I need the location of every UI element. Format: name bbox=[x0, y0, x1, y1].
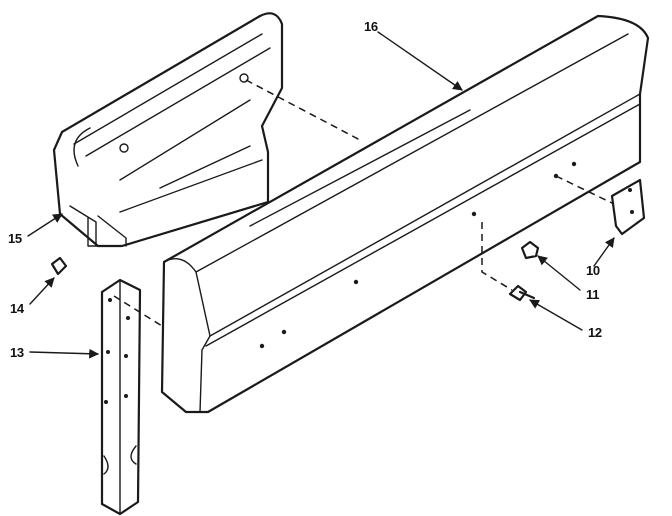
part-13-angle-strip bbox=[100, 278, 142, 516]
callout-10: 10 bbox=[586, 263, 600, 278]
part-10-bracket bbox=[610, 178, 646, 236]
callout-15: 15 bbox=[8, 231, 22, 246]
callout-14: 14 bbox=[10, 301, 24, 316]
part-14-clip bbox=[50, 256, 68, 276]
part-12-screw bbox=[508, 284, 536, 302]
callout-13: 13 bbox=[10, 345, 24, 360]
part-15-end-cap bbox=[52, 12, 284, 248]
callout-16: 16 bbox=[364, 19, 378, 34]
part-11-nut bbox=[520, 240, 540, 260]
callout-12: 12 bbox=[588, 325, 602, 340]
leader-lines bbox=[27, 31, 615, 359]
callout-11: 11 bbox=[586, 287, 600, 302]
assembly-lines bbox=[113, 79, 615, 327]
part-16-control-panel bbox=[160, 14, 650, 414]
